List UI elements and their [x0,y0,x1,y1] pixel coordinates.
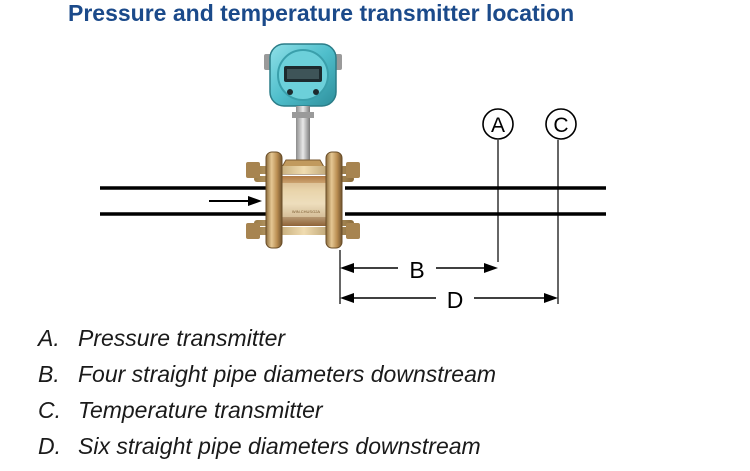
legend-letter: B. [38,361,60,387]
page-title: Pressure and temperature transmitter loc… [68,0,575,26]
flow-arrow [209,196,262,206]
legend-item: B. Four straight pipe diameters downstrea… [38,356,728,392]
legend-letter: D. [38,433,61,459]
flow-meter: WIN.CHUSG2A [246,43,360,249]
legend-text: Temperature transmitter [78,397,323,423]
marker-c: C [545,108,577,140]
legend-list: A. Pressure transmitter B. Four straight p… [38,320,728,464]
legend-item: A. Pressure transmitter [38,320,728,356]
marker-a-label: A [491,114,505,137]
marker-a: A [482,108,514,140]
meter-plate-label: WIN.CHUSG2A [292,209,321,214]
transmitter-location-diagram: WIN.CHUSG2A A C B D [100,43,606,313]
dimension-d-label: D [447,287,464,313]
legend-text: Four straight pipe diameters downstream [78,361,497,387]
transmitter-stem [296,106,310,160]
dimension-b: B [340,257,498,283]
right-flange [325,151,343,249]
marker-c-label: C [553,114,568,137]
legend-letter: C. [38,397,61,423]
left-flange [265,151,283,249]
legend-text: Six straight pipe diameters downstream [78,433,481,459]
legend-item: C. Temperature transmitter [38,392,728,428]
legend-letter: A. [38,325,60,351]
dimension-b-label: B [409,257,424,283]
transmitter-head [264,43,342,107]
pipe [100,186,606,216]
legend-item: D. Six straight pipe diameters downstream [38,428,728,464]
dimension-d: D [340,287,558,313]
legend-text: Pressure transmitter [78,325,286,351]
